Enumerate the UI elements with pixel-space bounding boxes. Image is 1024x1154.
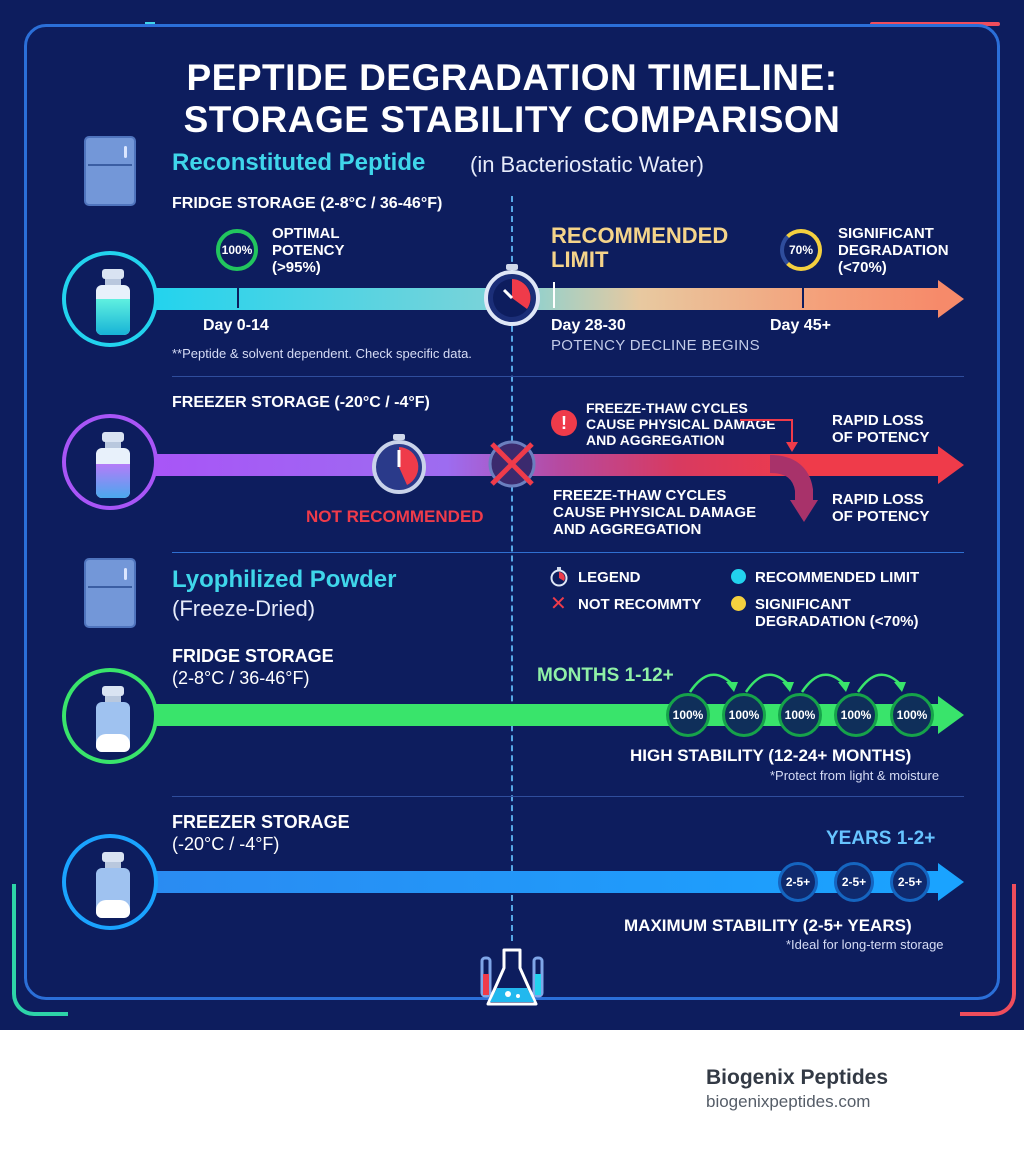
lyophilized-subheading: (Freeze-Dried) [172,596,316,621]
badge-100-percent: 100% [216,229,258,271]
recon-fridge-footnote: **Peptide & solvent dependent. Check spe… [172,346,472,361]
lyo-freezer-arrowhead [938,863,964,901]
day-45-label: Day 45+ [770,317,831,334]
recon-freezer-timeline-bar [150,454,810,476]
potency-decline-label: POTENCY DECLINE BEGINS [551,337,760,354]
tick-day-45 [802,282,804,308]
recon-fridge-label: FRIDGE STORAGE (2-8°C / 36-46°F) [172,195,443,212]
maximum-stability-label: MAXIMUM STABILITY (2-5+ YEARS) [624,916,912,935]
lyo-fridge-label: FRIDGE STORAGE (2-8°C / 36-46°F) [172,646,334,688]
significant-degradation-label: SIGNIFICANT DEGRADATION (<70%) [838,225,949,276]
recon-freezer-label: FREEZER STORAGE (-20°C / -4°F) [172,394,430,411]
timer-icon [370,432,428,496]
freeze-thaw-warning-top: FREEZE-THAW CYCLES CAUSE PHYSICAL DAMAGE… [586,400,776,448]
cycle-arrows [688,673,906,693]
tick-day-0-14 [237,282,239,308]
timeline-divider [511,196,513,941]
stopwatch-icon [482,262,542,328]
legend-timer-icon [550,567,568,587]
recommended-limit-label: RECOMMENDED LIMIT [551,223,729,272]
rapid-loss-bar [805,454,940,476]
tick-day-28-30 [553,282,555,308]
legend-significant-degradation: SIGNIFICANT DEGRADATION (<70%) [755,596,919,630]
fridge-icon-2 [84,558,136,628]
infographic-canvas: PEPTIDE DEGRADATION TIMELINE: STORAGE ST… [0,0,1024,1030]
corner-accent-bottom-right [960,884,1016,1016]
day-0-14-label: Day 0-14 [203,317,269,334]
lyo-fridge-badge-4: 100% [834,693,878,737]
reconstituted-subheading: (in Bacteriostatic Water) [470,152,704,177]
lyo-fridge-badge-1: 100% [666,693,710,737]
fridge-icon [84,136,136,206]
legend-dot-cyan [731,569,746,584]
lyo-freezer-vial [62,834,158,930]
corner-accent-bottom-left [12,884,68,1016]
reconstituted-heading: Reconstituted Peptide [172,149,426,176]
lyo-freezer-footnote: *Ideal for long-term storage [786,937,944,952]
lyo-freezer-timeline-bar [150,871,940,893]
legend-title: LEGEND [578,569,641,586]
section-separator-2 [172,552,964,553]
recon-fridge-vial [62,251,158,347]
legend-dot-yellow [731,596,746,611]
legend-recommended-limit: RECOMMENDED LIMIT [755,569,920,586]
lyo-fridge-arrowhead [938,696,964,734]
lab-flask-icon [478,944,546,1012]
rapid-loss-top: RAPID LOSS OF POTENCY [832,412,930,446]
legend-not-recommended: NOT RECOMMTY [578,596,702,613]
lyo-fridge-footnote: *Protect from light & moisture [770,768,940,783]
lyo-freezer-badge-2: 2-5+ [834,862,874,902]
cross-out-icon [484,436,540,492]
lyo-freezer-badge-3: 2-5+ [890,862,930,902]
legend-x-icon: ✕ [550,593,567,615]
recon-freezer-arrowhead [938,446,964,484]
recon-fridge-arrowhead [938,280,964,318]
rapid-loss-down-arrow [770,455,818,522]
lyo-freezer-label: FREEZER STORAGE (-20°C / -4°F) [172,812,350,854]
high-stability-label: HIGH STABILITY (12-24+ MONTHS) [630,746,912,765]
years-label: YEARS 1-2+ [826,828,936,849]
lyophilized-heading: Lyophilized Powder [172,566,397,593]
not-recommended-label: NOT RECOMMENDED [306,507,484,526]
lyo-freezer-badge-1: 2-5+ [778,862,818,902]
warning-pointer-arrow [740,419,798,452]
warning-icon: ! [551,410,577,436]
section-separator-3 [172,796,964,797]
lyo-fridge-badge-5: 100% [890,693,934,737]
lyo-fridge-badge-3: 100% [778,693,822,737]
day-28-30-label: Day 28-30 [551,317,626,334]
freeze-thaw-warning-bottom: FREEZE-THAW CYCLES CAUSE PHYSICAL DAMAGE… [553,487,757,538]
lyo-fridge-vial [62,668,158,764]
optimal-potency-label: OPTIMAL POTENCY (>95%) [272,225,345,276]
title-line-2: STORAGE STABILITY COMPARISON [183,99,841,140]
lyo-fridge-badge-2: 100% [722,693,766,737]
section-separator [172,376,964,377]
recon-freezer-vial [62,414,158,510]
months-label: MONTHS 1-12+ [537,665,674,686]
rapid-loss-bottom: RAPID LOSS OF POTENCY [832,491,930,525]
brand-name: Biogenix Peptides [706,1066,889,1089]
title-line-1: PEPTIDE DEGRADATION TIMELINE: [186,57,838,98]
recon-fridge-timeline-bar [150,288,940,310]
badge-70-percent: 70% [780,229,822,271]
brand-url[interactable]: biogenixpeptides.com [706,1092,871,1111]
